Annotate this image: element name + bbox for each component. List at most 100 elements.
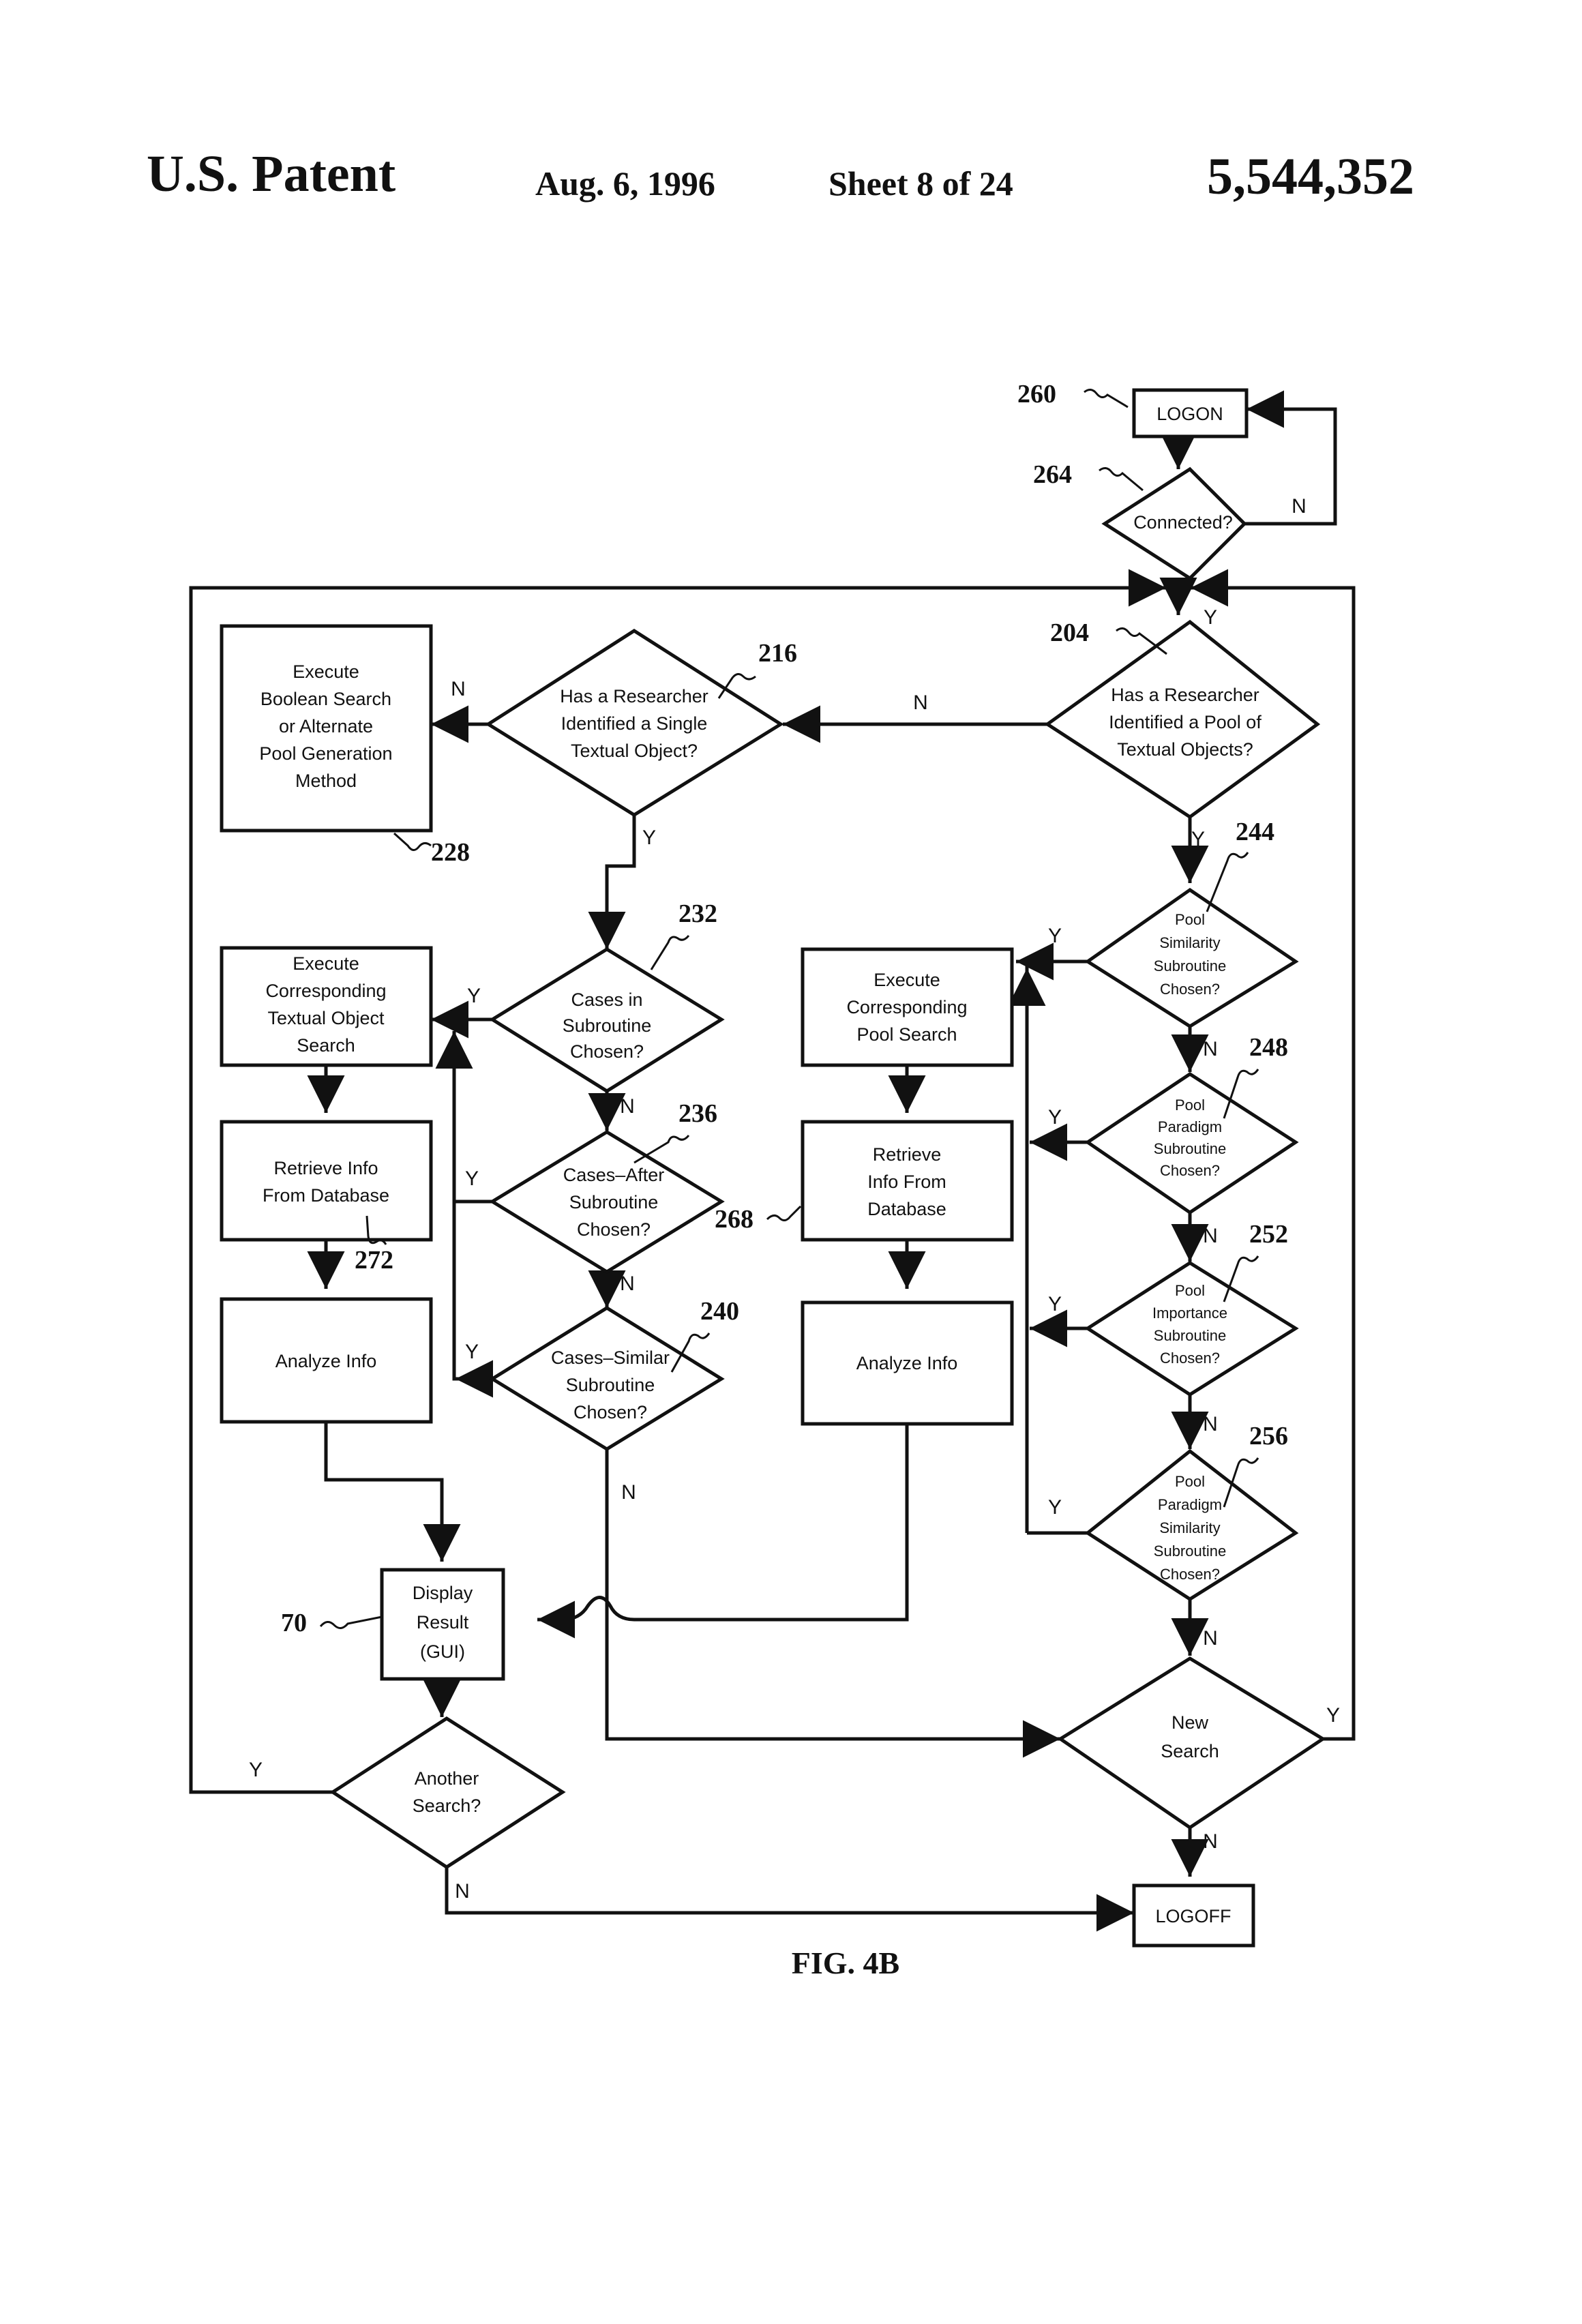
svg-text:Subroutine: Subroutine bbox=[1154, 957, 1226, 974]
ref-264: 264 bbox=[1033, 460, 1072, 489]
svg-text:Y: Y bbox=[249, 1759, 263, 1781]
svg-text:Execute: Execute bbox=[874, 970, 940, 990]
svg-text:Chosen?: Chosen? bbox=[570, 1041, 644, 1062]
svg-text:N: N bbox=[455, 1880, 470, 1903]
svg-text:Y: Y bbox=[467, 985, 481, 1007]
svg-text:N: N bbox=[1203, 1413, 1218, 1435]
ref-260: 260 bbox=[1017, 380, 1056, 408]
svg-text:Cases–Similar: Cases–Similar bbox=[551, 1347, 670, 1368]
connector-connected-retry bbox=[1244, 409, 1335, 524]
ref-228: 228 bbox=[431, 838, 470, 867]
ref-216: 216 bbox=[758, 639, 797, 668]
svg-text:N: N bbox=[620, 1095, 635, 1118]
svg-text:Y: Y bbox=[1048, 1293, 1062, 1315]
svg-text:Similarity: Similarity bbox=[1159, 1519, 1220, 1536]
svg-text:Has a Researcher: Has a Researcher bbox=[1111, 685, 1259, 705]
svg-text:Pool: Pool bbox=[1175, 1473, 1205, 1490]
svg-text:Pool: Pool bbox=[1175, 911, 1205, 928]
svg-text:Search?: Search? bbox=[413, 1796, 481, 1816]
svg-text:Identified a Single: Identified a Single bbox=[561, 713, 708, 734]
svg-text:Retrieve Info: Retrieve Info bbox=[273, 1158, 378, 1178]
svg-text:Analyze Info: Analyze Info bbox=[275, 1351, 377, 1371]
svg-text:Execute: Execute bbox=[293, 953, 359, 974]
svg-text:Y: Y bbox=[1048, 1106, 1062, 1129]
ref-70: 70 bbox=[281, 1609, 307, 1637]
svg-text:(GUI): (GUI) bbox=[420, 1641, 465, 1662]
svg-text:Subroutine: Subroutine bbox=[1154, 1140, 1226, 1157]
connector-216-232 bbox=[607, 815, 634, 949]
svg-text:Corresponding: Corresponding bbox=[846, 997, 967, 1017]
ref-272: 272 bbox=[355, 1246, 393, 1275]
ref-232: 232 bbox=[678, 899, 717, 928]
node-analyze-left: Analyze Info bbox=[222, 1299, 431, 1422]
node-pool-importance: Pool Importance Subroutine Chosen? bbox=[1088, 1263, 1296, 1395]
svg-text:Subroutine: Subroutine bbox=[1154, 1543, 1226, 1560]
node-logoff: LOGOFF bbox=[1134, 1886, 1253, 1946]
svg-text:Connected?: Connected? bbox=[1133, 512, 1233, 533]
svg-text:or Alternate: or Alternate bbox=[279, 716, 373, 736]
ref-256: 256 bbox=[1249, 1422, 1288, 1450]
ref-236: 236 bbox=[678, 1099, 717, 1128]
svg-text:Corresponding: Corresponding bbox=[265, 981, 386, 1001]
logon-text: LOGON bbox=[1156, 404, 1223, 424]
svg-text:Chosen?: Chosen? bbox=[1160, 1162, 1220, 1179]
svg-text:Paradigm: Paradigm bbox=[1158, 1118, 1222, 1135]
svg-text:N: N bbox=[1203, 1225, 1218, 1247]
ref-252: 252 bbox=[1249, 1220, 1288, 1249]
svg-text:N: N bbox=[913, 691, 928, 714]
svg-text:Search: Search bbox=[297, 1035, 355, 1056]
node-connected: Connected? bbox=[1105, 469, 1244, 578]
node-textual-object-search: Execute Corresponding Textual Object Sea… bbox=[222, 948, 431, 1065]
svg-text:N: N bbox=[1292, 495, 1307, 518]
svg-text:Pool Generation: Pool Generation bbox=[259, 743, 392, 764]
svg-text:Textual Objects?: Textual Objects? bbox=[1117, 739, 1253, 760]
svg-text:Subroutine: Subroutine bbox=[569, 1192, 659, 1212]
node-pool-paradigm-similarity: Pool Paradigm Similarity Subroutine Chos… bbox=[1088, 1451, 1296, 1599]
svg-text:Subroutine: Subroutine bbox=[1154, 1327, 1226, 1344]
node-pool-identified: Has a Researcher Identified a Pool of Te… bbox=[1047, 622, 1317, 817]
svg-text:Textual Object: Textual Object bbox=[267, 1008, 385, 1028]
svg-text:Database: Database bbox=[867, 1199, 946, 1219]
svg-text:Importance: Importance bbox=[1152, 1305, 1227, 1322]
svg-text:Subroutine: Subroutine bbox=[563, 1015, 652, 1036]
svg-text:Y: Y bbox=[642, 826, 656, 849]
svg-text:Pool: Pool bbox=[1175, 1282, 1205, 1299]
svg-text:Chosen?: Chosen? bbox=[577, 1219, 651, 1240]
ref-240: 240 bbox=[700, 1297, 739, 1326]
svg-text:Similarity: Similarity bbox=[1159, 934, 1220, 951]
svg-text:Cases–After: Cases–After bbox=[563, 1165, 665, 1185]
connector-analyze-mid-display bbox=[537, 1424, 907, 1620]
svg-text:Y: Y bbox=[1204, 606, 1217, 629]
connector-240-new-search bbox=[607, 1449, 1060, 1739]
svg-text:Retrieve: Retrieve bbox=[873, 1144, 942, 1165]
node-pool-paradigm: Pool Paradigm Subroutine Chosen? bbox=[1088, 1074, 1296, 1212]
svg-text:Chosen?: Chosen? bbox=[1160, 1566, 1220, 1583]
svg-text:N: N bbox=[451, 678, 466, 700]
ref-248: 248 bbox=[1249, 1033, 1288, 1062]
node-pool-similarity: Pool Similarity Subroutine Chosen? bbox=[1088, 890, 1296, 1026]
svg-text:Subroutine: Subroutine bbox=[566, 1375, 655, 1395]
node-display-result: Display Result (GUI) bbox=[382, 1570, 503, 1679]
connector-another-logoff bbox=[447, 1867, 1134, 1913]
connector-analyze-display bbox=[326, 1422, 442, 1562]
figure-caption: FIG. 4B bbox=[709, 1945, 982, 1981]
svg-text:Paradigm: Paradigm bbox=[1158, 1496, 1222, 1513]
svg-text:Another: Another bbox=[415, 1768, 479, 1789]
node-retrieve-left: Retrieve Info From Database bbox=[222, 1122, 431, 1240]
ref-244: 244 bbox=[1236, 818, 1274, 846]
svg-text:Result: Result bbox=[417, 1612, 469, 1633]
svg-text:N: N bbox=[621, 1481, 636, 1504]
svg-text:Y: Y bbox=[465, 1167, 479, 1190]
svg-text:Chosen?: Chosen? bbox=[1160, 981, 1220, 998]
ref-268: 268 bbox=[715, 1205, 753, 1234]
svg-text:Method: Method bbox=[295, 771, 357, 791]
ref-204: 204 bbox=[1050, 619, 1089, 647]
svg-text:Textual Object?: Textual Object? bbox=[571, 741, 698, 761]
node-pool-search: Execute Corresponding Pool Search bbox=[803, 949, 1012, 1065]
node-cases-after: Cases–After Subroutine Chosen? bbox=[492, 1132, 721, 1272]
node-new-search: New Search bbox=[1060, 1658, 1323, 1828]
svg-text:New: New bbox=[1171, 1712, 1209, 1733]
svg-text:Identified a Pool of: Identified a Pool of bbox=[1109, 712, 1262, 732]
svg-text:Boolean Search: Boolean Search bbox=[260, 689, 391, 709]
svg-text:Cases in: Cases in bbox=[571, 989, 642, 1010]
